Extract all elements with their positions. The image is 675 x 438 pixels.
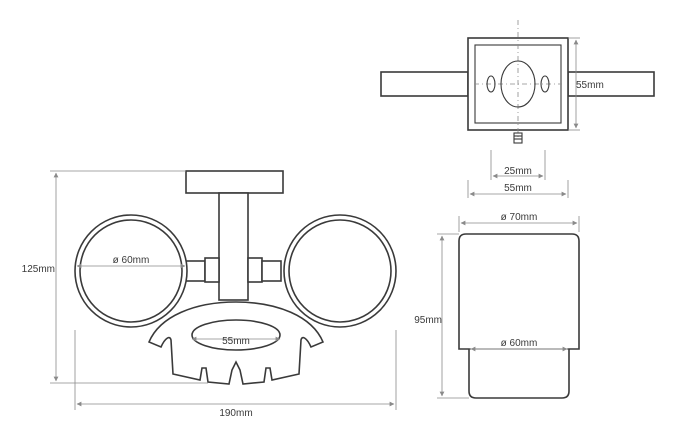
left-arm [380,71,469,97]
left-collar [204,257,220,283]
front-width-label: 190mm [219,408,252,419]
cup-bottom-diameter-label: ø 60mm [501,338,538,349]
left-ring [74,214,188,328]
right-ring [283,214,397,328]
top-height-label: 55mm [576,80,604,91]
right-connector [261,260,282,282]
left-screw-hole [486,75,496,93]
center-hole [500,60,536,108]
cup-top-diameter-label: ø 70mm [501,212,538,223]
top-view: 55mm 25mm 55mm [380,20,655,198]
set-screw [513,132,523,144]
soap-dish-opening [191,319,281,351]
front-height-label: 125mm [22,264,55,275]
wall-mount [185,170,284,194]
right-collar [247,257,263,283]
soap-width-label: 55mm [222,336,250,347]
cup-height-label: 95mm [414,315,442,326]
center-post [218,192,249,301]
hole-spacing-label: 25mm [504,166,532,177]
cup-outline [458,233,580,399]
ring-diameter-label: ø 60mm [113,255,150,266]
left-connector [185,260,206,282]
right-screw-hole [540,75,550,93]
front-view: 55mm ø 60mm 125mm 190mm [22,170,397,419]
cup-view: ø 70mm ø 60mm 95mm [414,212,580,399]
top-width-label: 55mm [504,183,532,194]
